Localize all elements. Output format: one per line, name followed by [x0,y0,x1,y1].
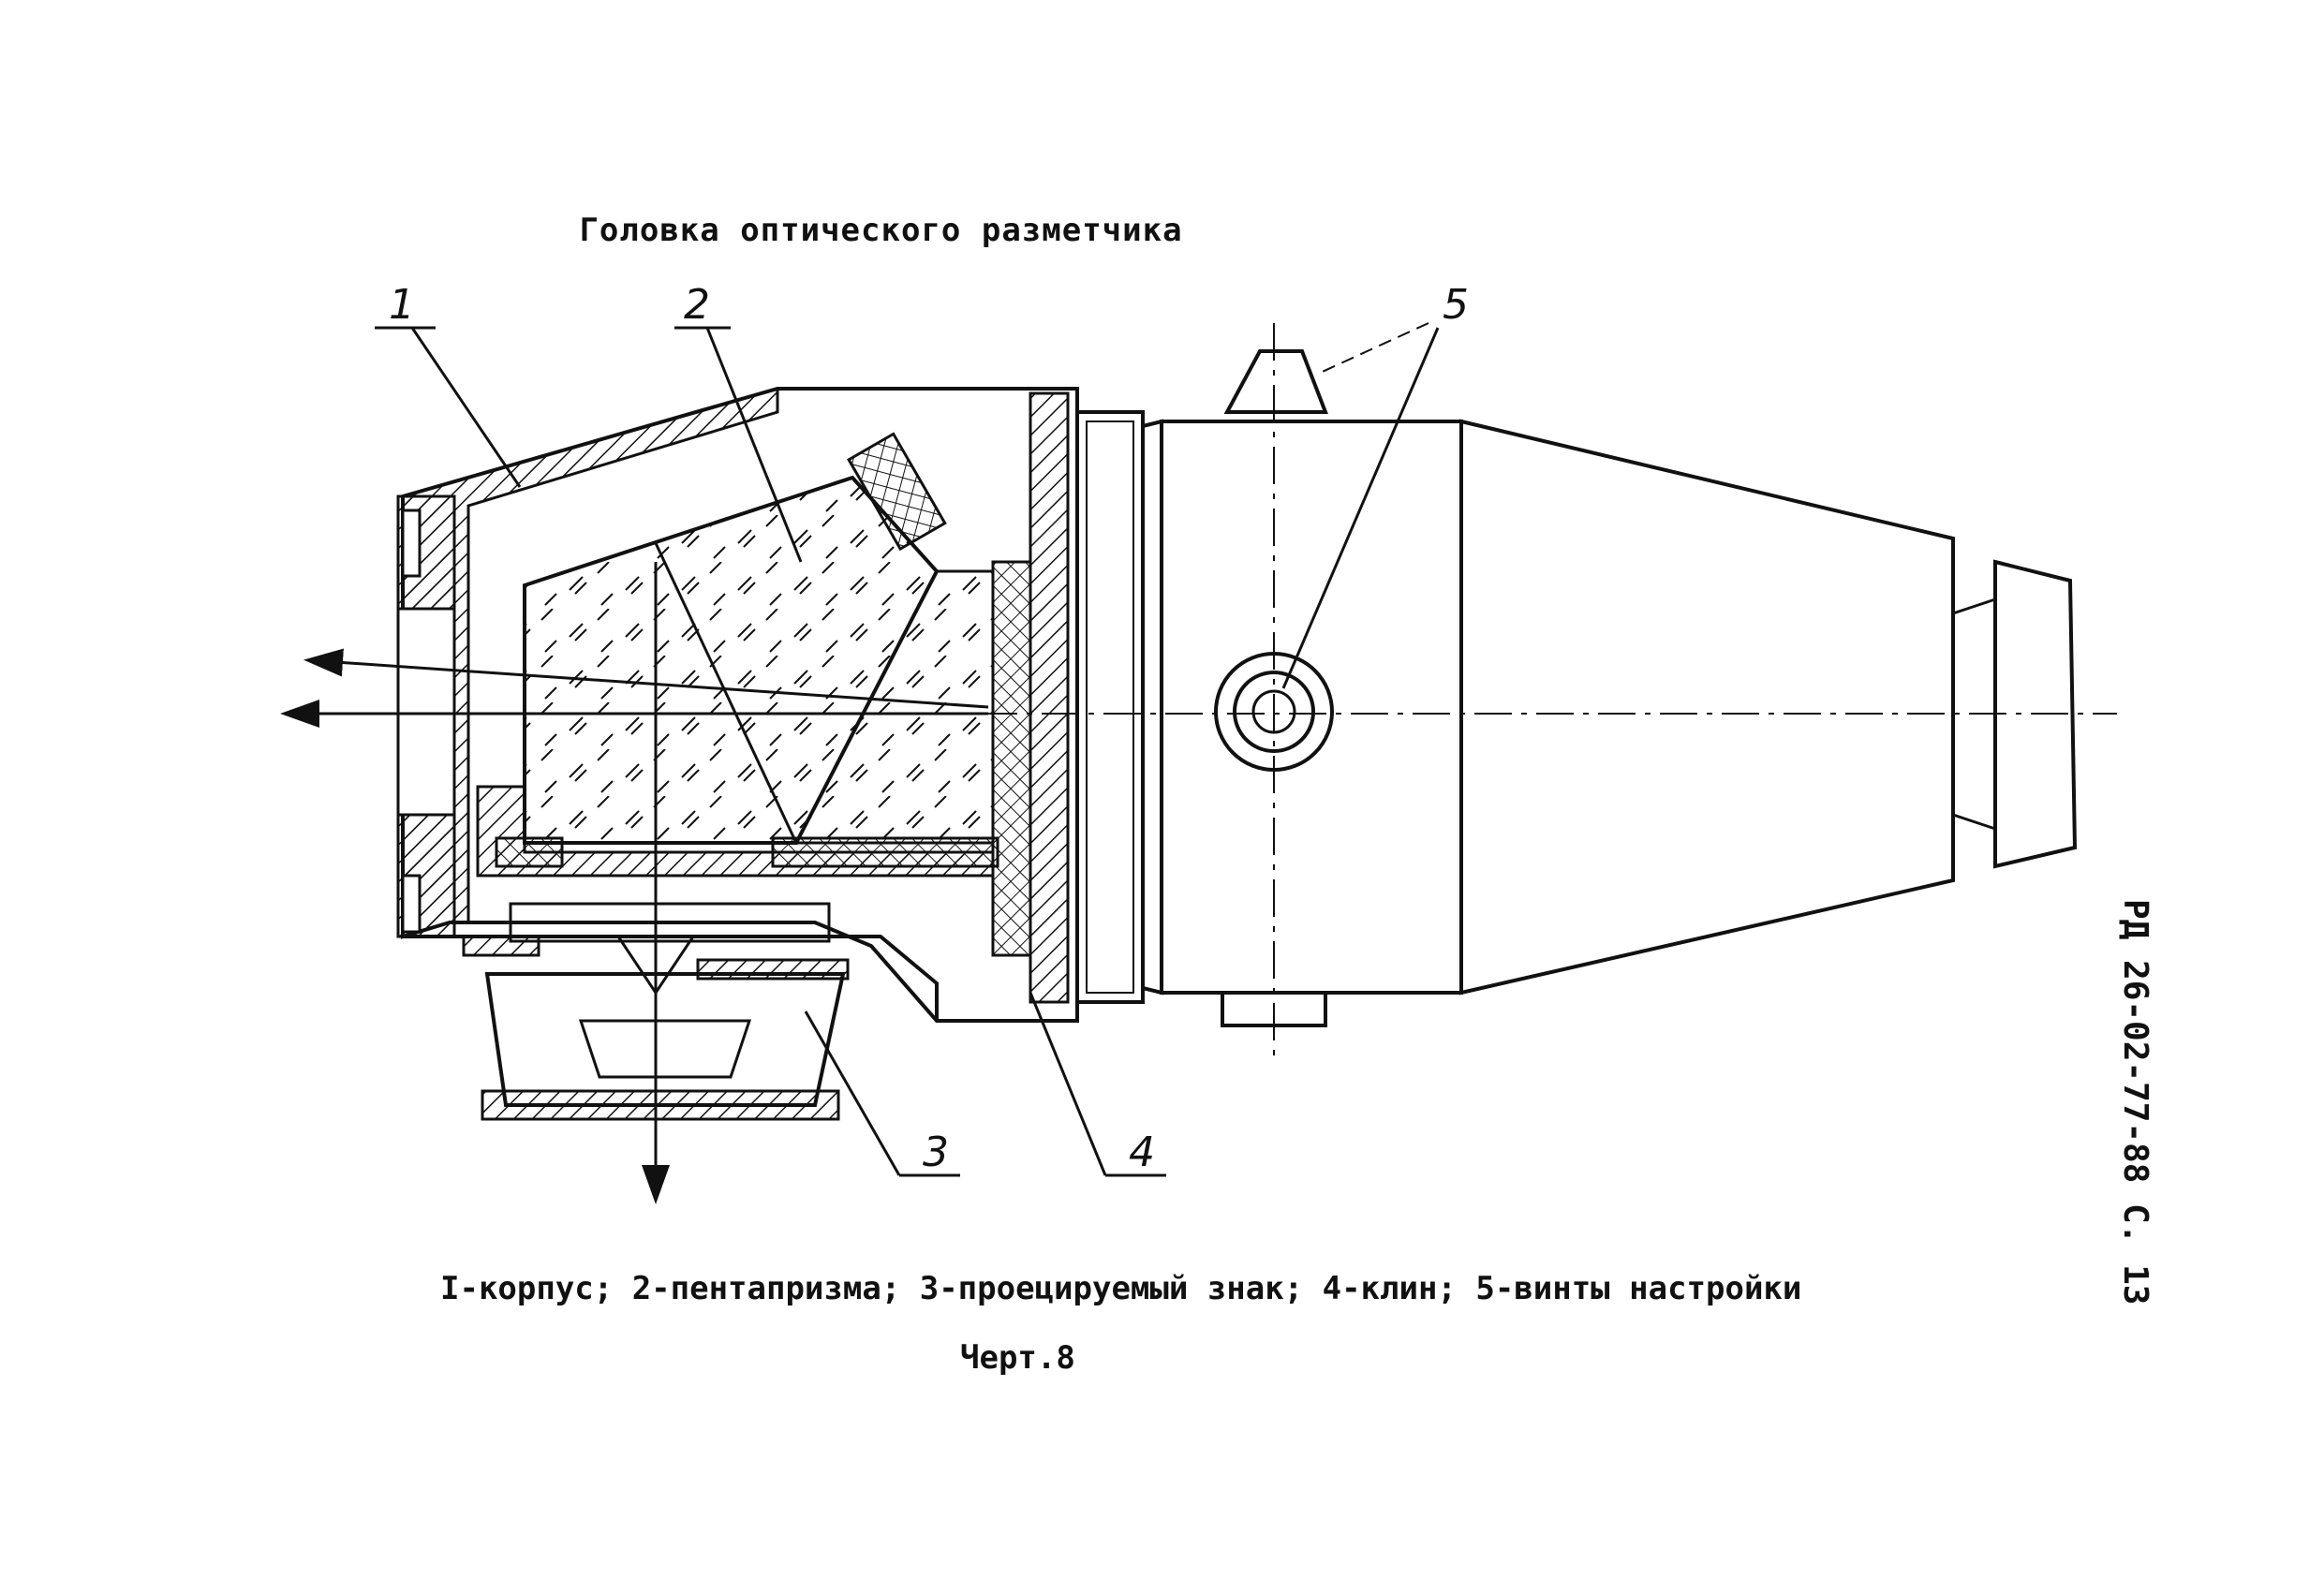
barrel-body [1160,349,2078,1027]
callout-2: 2 [684,281,710,329]
legend-caption: I-корпус; 2-пентапризма; 3-проецируемый … [440,1270,1802,1307]
drawing-title: Головка оптического разметчика [579,212,1183,249]
callout-5: 5 [1443,281,1469,329]
optical-axes [280,323,2117,1204]
callout-1: 1 [389,281,415,329]
chart-number: Черт.8 [960,1339,1075,1377]
projected-mark-assembly [403,902,939,1121]
callout-3: 3 [923,1128,949,1176]
wedge-plate [476,391,1070,1004]
coupling-ring [1075,410,1163,1004]
callout-leaders [375,322,1440,1177]
document-code: РД 26-02-77-88 С. 13 [2116,899,2154,1305]
callout-4: 4 [1129,1128,1155,1176]
pentaprism [523,432,995,845]
